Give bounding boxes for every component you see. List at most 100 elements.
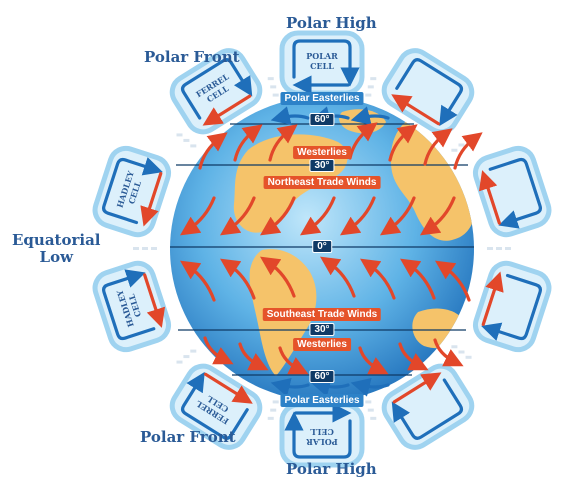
boundary-dot [458, 143, 465, 147]
westerly-arrow-south [358, 346, 389, 375]
cell-surface-arrow [143, 273, 166, 328]
cell-box [472, 260, 552, 353]
polar-easterly-arrow-south [310, 378, 350, 397]
se-trade-arrow [220, 258, 256, 300]
cell-loop-arrow [180, 58, 253, 120]
polar-easterly-arrow [270, 106, 310, 125]
se-trade-arrow [435, 260, 471, 302]
boundary-dot [190, 144, 197, 148]
circulation-cells: POLARCELLFERRELCELLHADLEYCELLHADLEYCELLF… [92, 30, 552, 468]
ferrel-cell-bottom-right [381, 363, 475, 450]
cell-surface-arrow [481, 271, 504, 327]
boundary-dot [367, 85, 374, 89]
cell-box [472, 145, 552, 238]
westerly-arrow [453, 132, 483, 170]
cell-label: POLAR [306, 51, 338, 61]
cell-surface-arrow [204, 372, 253, 404]
equatorial-low-label: Equatorial Low [12, 231, 101, 266]
boundary-dot [496, 247, 502, 250]
se-trade-arrow [180, 260, 216, 302]
boundary-dot [270, 85, 277, 89]
northeast-trade-winds-band: Northeast Trade Winds [263, 176, 381, 189]
boundary-dot [487, 247, 493, 250]
westerly-arrow [233, 124, 263, 162]
boundary-dot [267, 416, 274, 420]
boundary-dot [183, 355, 190, 359]
boundary-dot [365, 400, 372, 404]
polar-easterly-arrow-south [350, 378, 390, 397]
boundary-dot [365, 93, 372, 97]
hadley-cell-top-right [472, 145, 552, 238]
cell-loop-arrow [395, 58, 464, 127]
cell-box [92, 260, 172, 353]
cell-loop-arrow [180, 371, 249, 440]
polar-easterly-arrow-south [270, 378, 310, 397]
cell-surface-arrow [202, 94, 252, 126]
cell-loop-arrow [488, 157, 542, 229]
latitude-tag-n30: 30° [309, 159, 335, 172]
latitude-tag-n60: 60° [309, 113, 335, 126]
ne-trade-arrow [340, 196, 376, 236]
cell-surface-arrow [478, 170, 501, 225]
boundary-dot [451, 148, 458, 152]
latitude-tag-s60: 60° [309, 370, 335, 383]
polar-easterlies-band-bottom: Polar Easterlies [280, 394, 364, 407]
hadley-cell-bottom-right [472, 260, 552, 353]
westerly-arrow [198, 132, 228, 170]
boundary-dot [190, 349, 197, 353]
cell-surface-arrow [392, 372, 442, 404]
boundary-dot [272, 93, 279, 97]
polar-front-label-bottom: Polar Front [140, 428, 236, 446]
boundary-dot [465, 355, 472, 359]
cell-surface-arrow [391, 94, 440, 126]
boundary-dot [176, 360, 183, 364]
cell-loop-arrow [102, 269, 156, 341]
southeast-trade-winds-band: Southeast Trade Winds [262, 308, 382, 321]
cell-label: CELL [310, 61, 334, 71]
boundary-dot [176, 133, 183, 137]
latitude-tag-equator: 0° [312, 240, 332, 253]
boundary-dot [370, 77, 377, 81]
boundary-dot [183, 138, 190, 142]
westerly-arrow-south [203, 336, 234, 365]
cell-loop-arrow [292, 39, 360, 87]
se-trade-arrow [260, 256, 296, 298]
polar-easterly-arrow [350, 106, 390, 125]
westerly-arrow-south [398, 342, 429, 371]
westerly-arrow [388, 124, 418, 162]
boundary-dot [270, 408, 277, 412]
boundary-dot [272, 400, 279, 404]
boundary-dot [133, 247, 139, 250]
ne-trade-arrow [260, 196, 296, 236]
polar-high-label-bottom: Polar High [286, 460, 377, 478]
ne-trade-arrow [180, 196, 216, 236]
cell-loop-arrow [481, 273, 542, 341]
westerly-arrow-south [278, 346, 309, 375]
westerly-arrow-south [238, 342, 269, 371]
se-trade-arrow [320, 256, 356, 298]
cell-loop-arrow [391, 378, 464, 440]
ne-trade-arrow [380, 196, 416, 236]
boundary-dot [151, 247, 157, 250]
ferrel-cell-top-right [381, 48, 475, 135]
polar-high-label-top: Polar High [286, 14, 377, 32]
latitude-tag-s30: 30° [309, 323, 335, 336]
boundary-dot [458, 350, 465, 354]
polar-front-label-top: Polar Front [144, 48, 240, 66]
boundary-dot [142, 247, 148, 250]
cell-label: CELL [310, 427, 334, 437]
boundary-dot [451, 345, 458, 349]
polar-easterlies-band-top: Polar Easterlies [280, 92, 364, 105]
cell-loop-arrow [284, 411, 352, 459]
se-trade-arrow [360, 258, 396, 300]
boundary-dot [505, 247, 511, 250]
ne-trade-arrow [420, 196, 456, 236]
westerly-arrow [423, 128, 453, 166]
